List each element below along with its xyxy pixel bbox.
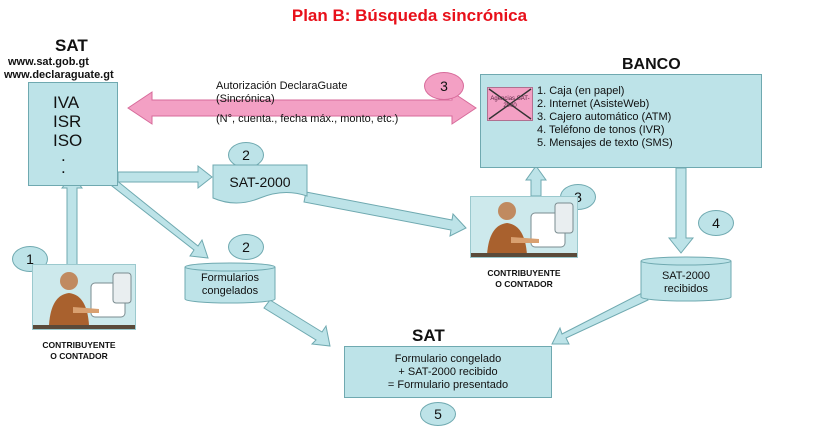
step-3-circle-pink: 3: [424, 72, 464, 100]
contributor-left-photo: [32, 264, 136, 330]
banco-item-3: 3. Cajero automático (ATM): [537, 111, 672, 123]
banco-item-5: 5. Mensajes de texto (SMS): [537, 137, 673, 149]
banco-item-4: 4. Teléfono de tonos (IVR): [537, 124, 665, 136]
sat-top-heading: SAT: [55, 36, 88, 55]
sat-url-2: www.declaraguate.gt: [4, 69, 114, 81]
arrow-contributor-to-sat: [60, 174, 84, 266]
arrow-recibidos-to-sat: [551, 291, 649, 345]
diagram-title: Plan B: Búsqueda sincrónica: [291, 6, 528, 25]
authorization-line2: (Sincrónica): [216, 93, 275, 105]
authorization-line1: Autorización DeclaraGuate: [216, 80, 348, 92]
step-2-circle-lower: 2: [228, 234, 264, 260]
contributor-mid-caption: CONTRIBUYENTE O CONTADOR: [470, 268, 578, 290]
recibidos-label: SAT-2000 recibidos: [661, 270, 711, 295]
sat2000-document-shape: [212, 164, 308, 204]
cross-mark-icon: [488, 88, 532, 120]
sat2000-label: SAT-2000: [229, 174, 291, 190]
formularios-label: Formularios congelados: [200, 272, 260, 297]
tax-dot-2: .: [61, 158, 66, 177]
step-4-circle: 4: [698, 210, 734, 236]
authorization-double-arrow: [127, 91, 477, 125]
authorization-label: Autorización DeclaraGuate (Sincrónica): [216, 80, 347, 106]
person-at-computer-icon-mid: [471, 202, 577, 257]
tax-iso: ISO: [53, 131, 83, 150]
sat-bottom-heading: SAT: [412, 326, 445, 345]
contributor-left-line1: CONTRIBUYENTE: [42, 340, 116, 350]
tax-dot-1: .: [61, 146, 66, 165]
authorization-line3: (N°, cuenta., fecha máx., monto, etc.): [216, 113, 399, 125]
tax-isr: ISR: [53, 112, 82, 131]
step-2-circle-top: 2: [228, 142, 264, 168]
banco-item-2: 2. Internet (AsisteWeb): [537, 98, 650, 110]
sat-tax-box: IVA ISR ISO . .: [28, 82, 118, 186]
contributor-left-line2: O CONTADOR: [50, 351, 108, 361]
sat-bottom-line2: + SAT-2000 recibido: [398, 366, 498, 378]
sat-bottom-box: Formulario congelado + SAT-2000 recibido…: [344, 346, 552, 398]
arrow-contributor-to-banco: [525, 165, 547, 197]
arrow-banco-to-recibidos: [667, 167, 695, 254]
sat-url-1: www.sat.gob.gt: [8, 56, 89, 68]
recibidos-cylinder: [640, 256, 732, 302]
arrow-sat2000-to-contributor: [303, 191, 467, 237]
sat-bottom-line1: Formulario congelado: [394, 353, 502, 365]
sat-bottom-line3: = Formulario presentado: [387, 379, 509, 391]
arrow-sat-to-sat2000: [117, 164, 213, 190]
crossed-stamp: Agencias SAT-2000: [487, 87, 533, 121]
banco-heading: BANCO: [622, 56, 681, 73]
step-5-circle: 5: [420, 402, 456, 426]
contributor-mid-photo: [470, 196, 578, 258]
contributor-mid-line1: CONTRIBUYENTE: [487, 268, 561, 278]
contributor-left-caption: CONTRIBUYENTE O CONTADOR: [24, 340, 134, 362]
tax-iva: IVA: [53, 93, 80, 112]
crossed-stamp-label: Agencias SAT-2000: [490, 96, 530, 109]
banco-item-1: 1. Caja (en papel): [537, 85, 625, 97]
contributor-mid-line2: O CONTADOR: [495, 279, 553, 289]
banco-box: Agencias SAT-2000 1. Caja (en papel) 2. …: [480, 74, 762, 168]
arrow-formularios-to-sat: [263, 299, 331, 347]
person-at-computer-icon: [33, 272, 135, 329]
formularios-cylinder: [184, 262, 276, 304]
arrow-sat-to-formularios: [111, 179, 209, 259]
